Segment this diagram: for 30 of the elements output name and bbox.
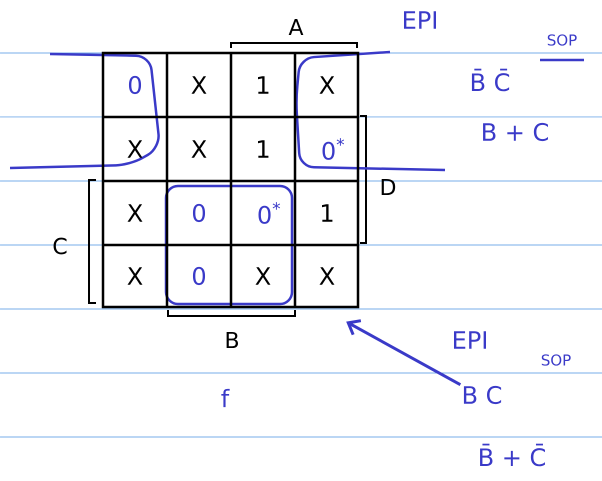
cell-value: 1: [258, 76, 268, 94]
cell-value: X: [128, 140, 142, 158]
cell-value: X: [128, 267, 142, 285]
handwritten-note: EPI: [404, 11, 436, 29]
handwritten-note: B̄ C̄: [472, 68, 510, 92]
handwritten-note: B + C: [483, 122, 548, 142]
arrow: [346, 319, 462, 386]
cell-value: X: [128, 204, 142, 222]
cell-value: X: [256, 267, 270, 285]
cell-value: 0: [192, 204, 206, 222]
cell-value: 0$^{*}$: [258, 202, 280, 224]
handwritten-note: B̄ + C̄: [480, 444, 545, 466]
variable-label: C: [54, 238, 66, 254]
cell-value: 1: [322, 204, 332, 222]
handwritten-note: f: [221, 388, 230, 408]
cell-value: 0: [128, 76, 142, 94]
variable-label: B: [226, 332, 238, 348]
handwritten-note: SOP: [548, 34, 577, 46]
cell-value: X: [320, 267, 334, 285]
handwritten-note: SOP: [542, 354, 571, 366]
cell-value: X: [320, 76, 334, 94]
karnaugh-map-grid: [102, 52, 360, 308]
cell-value: 1: [258, 140, 268, 158]
variable-label: D: [382, 178, 396, 196]
handwritten-note: B C: [464, 386, 502, 404]
cell-value: 0$^{*}$: [322, 138, 344, 160]
cell-value: 0: [192, 266, 206, 286]
cell-value: X: [192, 76, 206, 94]
cell-value: X: [192, 140, 206, 158]
handwritten-note: EPI: [454, 331, 486, 349]
